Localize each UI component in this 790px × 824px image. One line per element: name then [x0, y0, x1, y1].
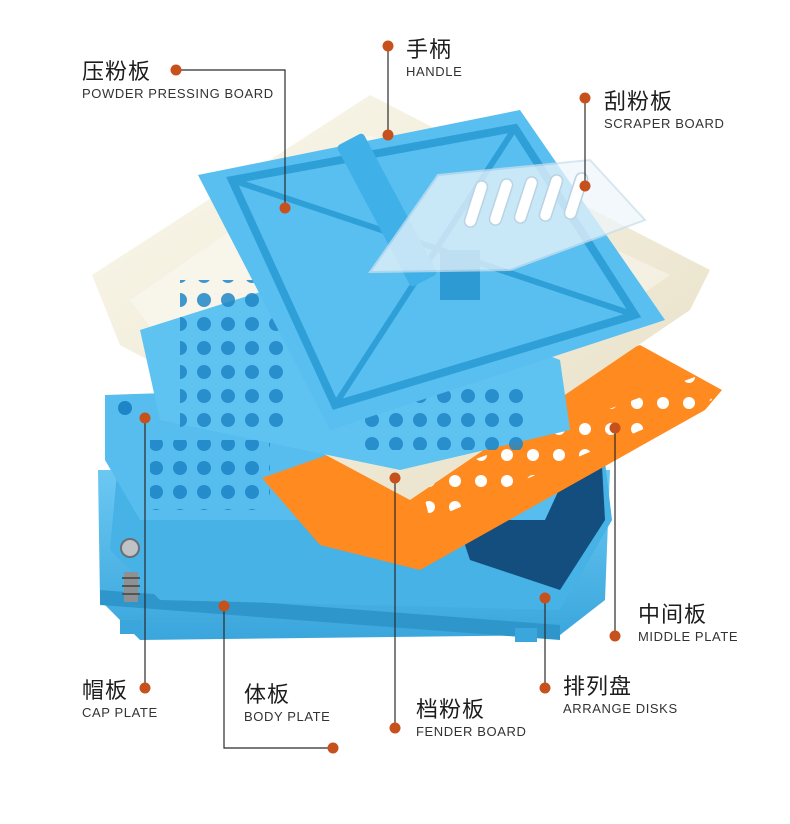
label-zh: 体板	[244, 682, 291, 707]
label-en: BODY PLATE	[244, 709, 331, 724]
middle-plate-shape	[262, 345, 722, 570]
label-en: HANDLE	[406, 64, 463, 79]
label-zh: 压粉板	[82, 59, 152, 84]
label-en: MIDDLE PLATE	[638, 629, 739, 644]
label-middle-plate: 中间板 MIDDLE PLATE	[638, 602, 738, 646]
label-zh: 帽板	[82, 678, 129, 703]
label-en: CAP PLATE	[82, 705, 158, 720]
label-en: FENDER BOARD	[416, 724, 527, 739]
spring-screw	[120, 538, 140, 602]
label-en: SCRAPER BOARD	[604, 116, 725, 131]
label-cap-plate: 帽板 CAP PLATE	[82, 678, 158, 722]
label-handle: 手柄 HANDLE	[406, 37, 462, 81]
label-zh: 档粉板	[416, 697, 486, 722]
label-body-plate: 体板 BODY PLATE	[244, 682, 330, 726]
leader-lines	[144, 46, 616, 749]
scraper-board-shape	[368, 158, 647, 274]
label-arrange-disks: 排列盘 ARRANGE DISKS	[563, 674, 678, 718]
label-en: ARRANGE DISKS	[563, 701, 678, 716]
label-zh: 刮粉板	[604, 89, 674, 114]
label-zh: 中间板	[638, 602, 708, 627]
label-scraper-board: 刮粉板 SCRAPER BOARD	[604, 89, 725, 133]
label-zh: 手柄	[406, 37, 453, 62]
label-zh: 排列盘	[563, 674, 633, 699]
label-en: POWDER PRESSING BOARD	[82, 86, 274, 101]
label-powder-pressing-board: 压粉板 POWDER PRESSING BOARD	[82, 59, 274, 103]
marker-dots	[139, 40, 621, 754]
label-fender-board: 档粉板 FENDER BOARD	[416, 697, 527, 741]
